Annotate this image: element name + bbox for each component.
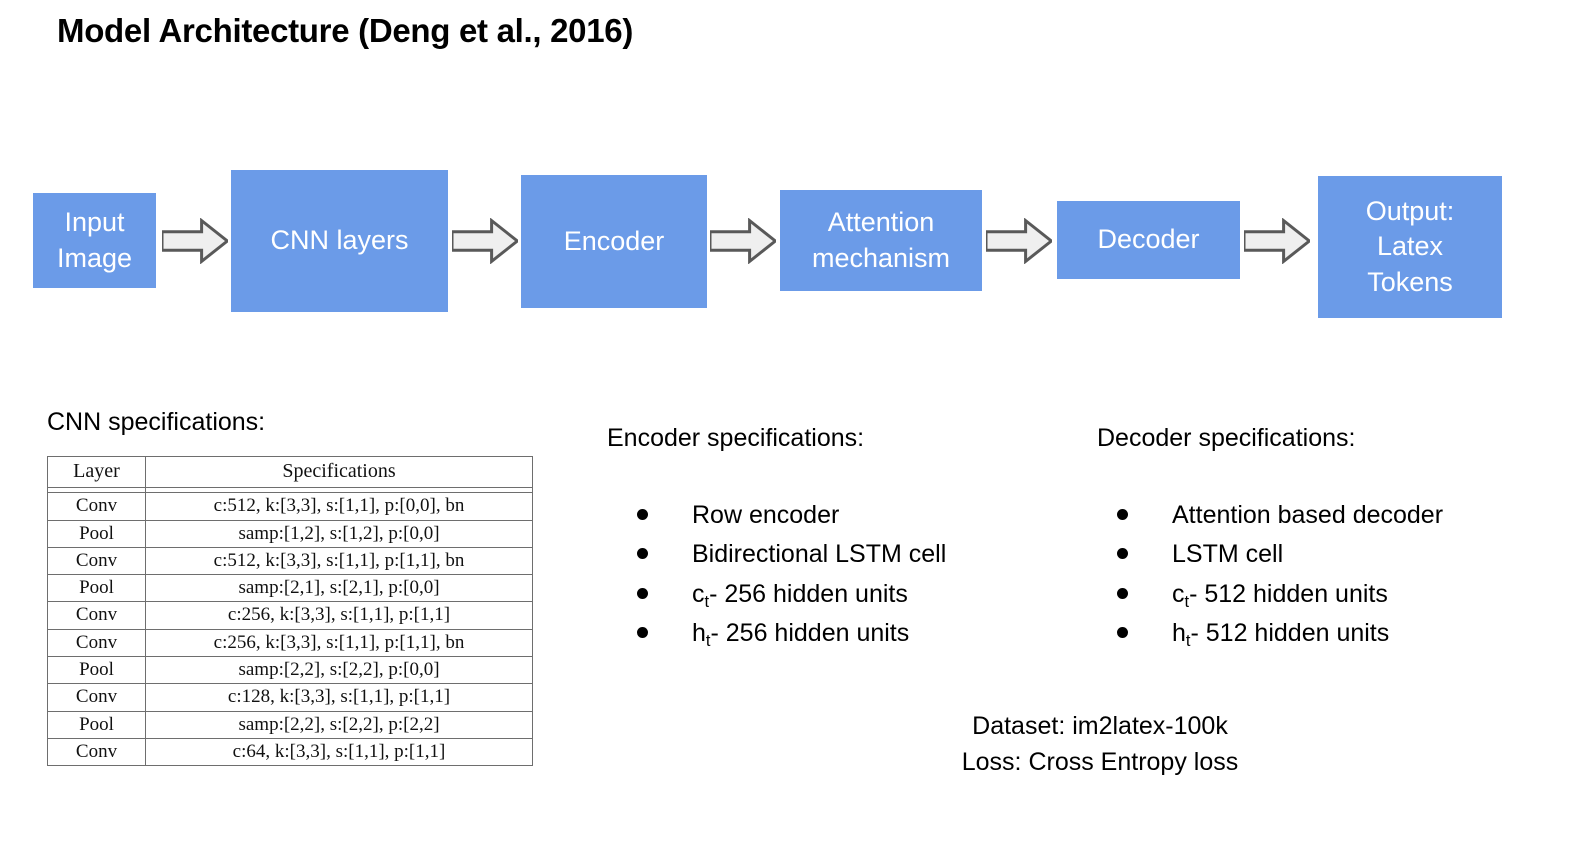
- list-item: ht- 512 hidden units: [1117, 614, 1443, 653]
- table-cell-layer: Pool: [47, 574, 146, 603]
- list-item-symbol: h: [692, 618, 706, 647]
- flow-box-encoder[interactable]: Encoder: [521, 175, 707, 308]
- arrow-attention-to-decoder-icon: [986, 218, 1052, 264]
- list-item-subscript: t: [1184, 592, 1190, 611]
- table-cell-specifications: samp:[1,2], s:[1,2], p:[0,0]: [145, 519, 533, 548]
- table-header-row: Layer Specifications: [47, 455, 533, 489]
- list-item-label: Attention based decoder: [1172, 501, 1444, 529]
- bullet-dot-icon: [1117, 548, 1128, 560]
- architecture-pipeline-diagram: Input Image CNN layers Encoder Attention me…: [0, 0, 1572, 340]
- table-cell-layer: Pool: [47, 519, 146, 548]
- table-column-header-layer: Layer: [47, 455, 146, 489]
- flow-box-label: Input Image: [56, 206, 133, 273]
- flow-box-label: CNN layers: [270, 225, 409, 256]
- table-cell-layer: Pool: [47, 655, 146, 685]
- table-cell-specifications: samp:[2,2], s:[2,2], p:[2,2]: [145, 710, 533, 739]
- table-cell-layer: Conv: [47, 546, 146, 576]
- table-cell-specifications: samp:[2,2], s:[2,2], p:[0,0]: [145, 655, 533, 685]
- page-title: Model Architecture (Deng et al., 2016): [57, 12, 634, 49]
- flow-box-output-latex-tokens[interactable]: Output: Latex Tokens: [1318, 176, 1502, 318]
- loss-note: Loss: Cross Entropy loss: [961, 748, 1239, 776]
- table-cell-layer: Conv: [47, 737, 146, 767]
- dataset-note: Dataset: im2latex-100k: [972, 712, 1228, 740]
- arrow-cnn-to-encoder-icon: [452, 218, 518, 264]
- training-notes: Dataset: im2latex-100k Loss: Cross Entro…: [860, 708, 1340, 780]
- list-item-subscript: t: [704, 592, 710, 611]
- list-item-label: LSTM cell: [1172, 540, 1284, 569]
- table-cell-layer: Conv: [47, 601, 146, 630]
- arrow-encoder-to-attention-icon: [710, 218, 776, 264]
- table-column-header-specifications: Specifications: [145, 455, 533, 489]
- table-spacer-row: [47, 487, 533, 493]
- bullet-dot-icon: [637, 626, 648, 638]
- arrow-input-to-cnn-icon: [162, 218, 228, 264]
- list-item-label: Row encoder: [692, 501, 840, 529]
- table-cell-specifications: c:128, k:[3,3], s:[1,1], p:[1,1]: [145, 683, 533, 712]
- table-cell-specifications: c:64, k:[3,3], s:[1,1], p:[1,1]: [145, 737, 533, 767]
- flow-box-label: Encoder: [563, 225, 665, 256]
- list-item-subscript: t: [705, 632, 711, 651]
- table-cell-specifications: c:512, k:[3,3], s:[1,1], p:[0,0], bn: [145, 492, 533, 521]
- bullet-dot-icon: [1117, 626, 1128, 638]
- table-cell-layer: Conv: [47, 683, 146, 712]
- list-item: Bidirectional LSTM cell: [637, 535, 946, 574]
- list-item-label: - 512 hidden units: [1189, 579, 1388, 608]
- list-item: ht- 256 hidden units: [637, 614, 946, 653]
- table-cell-layer: Conv: [47, 492, 146, 521]
- list-item: ct- 256 hidden units: [637, 575, 946, 614]
- list-item-symbol: c: [1172, 579, 1185, 608]
- list-item-label: - 512 hidden units: [1190, 618, 1390, 647]
- table-spacer-cell: [145, 487, 533, 493]
- flow-box-label: Decoder: [1097, 224, 1200, 255]
- list-item-subscript: t: [1185, 632, 1191, 651]
- arrow-decoder-to-output-icon: [1244, 218, 1310, 264]
- flow-box-decoder[interactable]: Decoder: [1057, 201, 1240, 279]
- list-item-label: Bidirectional LSTM cell: [692, 540, 947, 569]
- table-cell-specifications: c:256, k:[3,3], s:[1,1], p:[1,1]: [145, 601, 533, 630]
- list-item-label: - 256 hidden units: [709, 579, 908, 608]
- table-cell-specifications: c:512, k:[3,3], s:[1,1], p:[1,1], bn: [145, 546, 533, 576]
- flow-box-label: Output: Latex Tokens: [1365, 195, 1455, 297]
- list-item: Attention based decoder: [1117, 496, 1443, 535]
- bullet-dot-icon: [637, 587, 648, 599]
- decoder-specifications-heading: Decoder specifications:: [1097, 424, 1356, 452]
- bullet-dot-icon: [1117, 587, 1128, 599]
- table-cell-layer: Conv: [47, 628, 146, 657]
- bullet-dot-icon: [637, 548, 648, 560]
- list-item: ct- 512 hidden units: [1117, 575, 1443, 614]
- table-cell-specifications: c:256, k:[3,3], s:[1,1], p:[1,1], bn: [145, 628, 533, 657]
- table-cell-layer: Pool: [47, 710, 146, 739]
- list-item: Row encoder: [637, 496, 946, 535]
- table-cell-specifications: samp:[2,1], s:[2,1], p:[0,0]: [145, 574, 533, 603]
- bullet-dot-icon: [637, 509, 648, 520]
- flow-box-cnn-layers[interactable]: CNN layers: [231, 170, 448, 312]
- flow-box-input-image[interactable]: Input Image: [33, 193, 156, 288]
- bullet-dot-icon: [1117, 509, 1128, 520]
- flow-box-label: Attention mechanism: [811, 206, 951, 273]
- cnn-specifications-heading: CNN specifications:: [47, 408, 266, 436]
- list-item-symbol: c: [692, 579, 705, 608]
- encoder-specifications-heading: Encoder specifications:: [607, 424, 865, 452]
- flow-box-attention-mechanism[interactable]: Attention mechanism: [780, 190, 982, 291]
- list-item-symbol: h: [1172, 618, 1186, 647]
- list-item: LSTM cell: [1117, 535, 1443, 574]
- list-item-label: - 256 hidden units: [710, 618, 910, 647]
